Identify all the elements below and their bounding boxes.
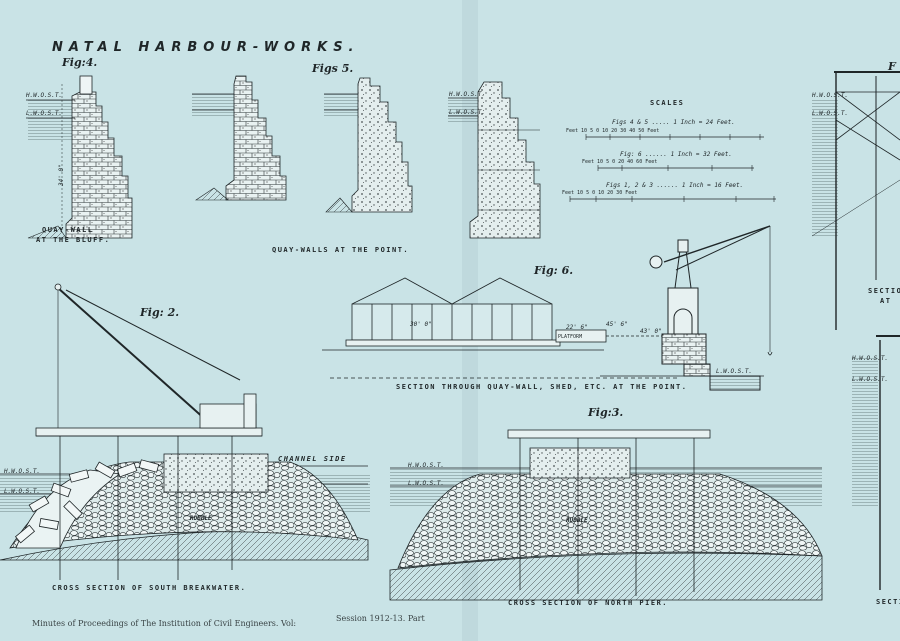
label-lwost-fig6: L.W.O.S.T. — [716, 368, 753, 375]
caption-south-breakwater: CROSS SECTION OF SOUTH BREAKWATER. — [52, 584, 247, 592]
caption-channel-side: CHANNEL SIDE — [278, 455, 347, 463]
dim-43ft: 43' 0" — [640, 328, 662, 335]
plate-title: NATAL HARBOUR-WORKS. — [52, 40, 360, 55]
dim-22ft: 22' 6" — [566, 324, 588, 331]
fig-right-label: F — [888, 60, 896, 73]
scale3-ticks: Feet 10 5 0 10 20 30 Feet — [562, 190, 638, 196]
scale-bars — [569, 134, 776, 202]
fig6-label: Fig: 6. — [534, 264, 574, 277]
label-lwost-right: L.W.O.S.T. — [812, 110, 849, 117]
label-platform: PLATFORM — [558, 334, 583, 340]
label-hwost-fig5: H.W.O.S.T. — [449, 91, 486, 98]
dim-30ft: 30' 0" — [410, 321, 432, 328]
scale2-label: Fig: 6 ...... 1 Inch = 32 Feet. — [620, 151, 732, 158]
fig2-south-breakwater — [0, 283, 370, 580]
label-lwost-fig2: L.W.O.S.T. — [4, 488, 41, 495]
fig6-crane — [600, 225, 773, 391]
dim-45ft: 45' 6" — [606, 321, 628, 328]
dim-34ft-fig4: 34' 0" — [58, 164, 65, 186]
caption-section-shed: SECTION THROUGH QUAY-WALL, SHED, ETC. AT… — [396, 383, 688, 391]
scales-heading: SCALES — [650, 99, 685, 107]
fig3-north-pier — [389, 429, 823, 601]
label-lwost-fig3: L.W.O.S.T. — [408, 480, 445, 487]
label-hwost-right: H.W.O.S.T. — [812, 92, 849, 99]
fig5-label: Figs 5. — [312, 62, 354, 75]
fig5-quay-wall-3 — [448, 81, 541, 239]
label-rubble-fig3: RUBBLE — [566, 517, 588, 524]
caption-right-section-2: SECTION — [876, 598, 900, 606]
fig4-quay-wall-drawing — [26, 75, 133, 239]
label-lwost-fig5: L.W.O.S.T. — [449, 109, 486, 116]
scale1-ticks: Feet 10 5 0 10 20 30 40 50 Feet — [566, 128, 660, 134]
scale1-label: Figs 4 & 5 ..... 1 Inch = 24 Feet. — [612, 119, 735, 126]
label-hwost-fig2: H.W.O.S.T. — [4, 468, 41, 475]
label-hwost-right-2: H.W.O.S.T. — [852, 355, 889, 362]
label-lwost-fig4: L.W.O.S.T. — [26, 110, 63, 117]
fig4-label: Fig:4. — [62, 56, 98, 69]
label-hwost-fig4: H.W.O.S.T. — [26, 92, 63, 99]
scale2-ticks: Feet 10 5 0 20 40 60 Feet — [582, 159, 658, 165]
right-partial-figures — [811, 71, 900, 590]
label-lwost-right-2: L.W.O.S.T. — [852, 376, 889, 383]
fig5-quay-wall-2 — [324, 77, 413, 213]
scale3-label: Figs 1, 2 & 3 ...... 1 Inch = 16 Feet. — [606, 182, 744, 189]
caption-north-pier: CROSS SECTION OF NORTH PIER. — [508, 599, 669, 607]
fig5-quay-wall-1 — [192, 75, 287, 201]
fig2-label: Fig: 2. — [140, 306, 180, 319]
footer-session: Session 1912-13. Part — [336, 614, 425, 623]
fig3-label: Fig:3. — [588, 406, 624, 419]
label-hwost-fig3: H.W.O.S.T. — [408, 462, 445, 469]
caption-quay-walls-point: QUAY-WALLS AT THE POINT. — [272, 246, 410, 254]
label-rubble-fig2: RUBBLE — [190, 515, 212, 522]
caption-right-section-1: SECTION — [868, 287, 900, 295]
caption-at-the-bluff: AT THE BLUFF. — [36, 236, 111, 244]
caption-quay-wall: QUAY-WALL — [42, 226, 94, 234]
fig6-shed-section — [322, 277, 700, 379]
footer-proceedings: Minutes of Proceedings of The Institutio… — [32, 619, 297, 628]
caption-right-at: AT — [880, 297, 892, 305]
